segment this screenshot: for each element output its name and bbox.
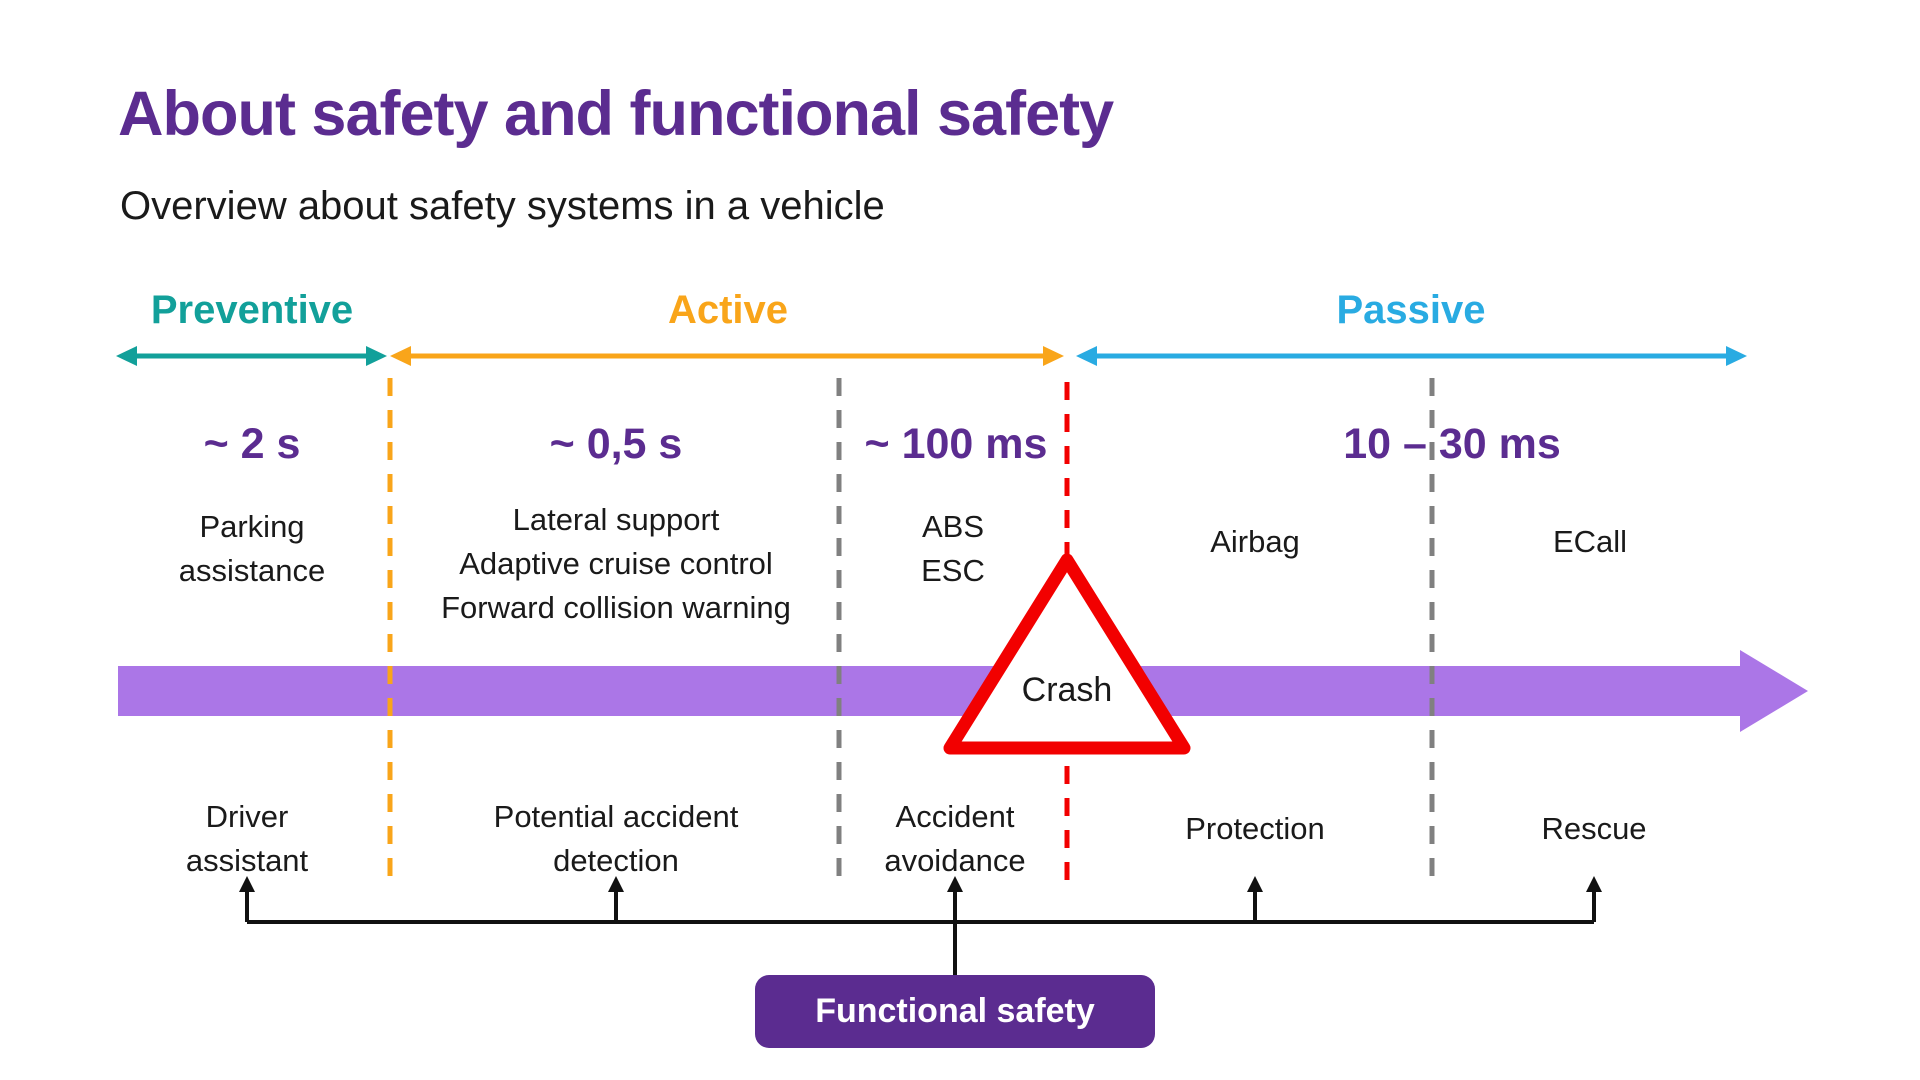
timing-label-preventive: ~ 2 s	[203, 420, 301, 468]
crash-label: Crash	[1021, 671, 1113, 709]
page-title: About safety and functional safety	[118, 79, 1114, 149]
item-driver-assistant: Driver assistant	[185, 799, 309, 878]
section-label-active: Active	[667, 288, 789, 332]
timing-label-active-2: ~ 100 ms	[864, 420, 1048, 468]
functional-safety-label: Functional safety	[815, 992, 1095, 1030]
crash-triangle	[943, 553, 1191, 755]
active-range-arrow	[390, 346, 1064, 366]
item-accident-avoidance: Accident avoidance	[884, 799, 1026, 878]
item-potential-accident-detection: Potential accident detection	[493, 799, 739, 878]
section-label-passive: Passive	[1336, 288, 1486, 332]
timeline-arrow	[118, 650, 1808, 732]
section-label-preventive: Preventive	[150, 288, 354, 332]
functional-safety-bracket	[239, 876, 1602, 978]
item-rescue: Rescue	[1541, 811, 1647, 846]
item-protection: Protection	[1185, 811, 1325, 846]
timing-label-active-1: ~ 0,5 s	[549, 420, 683, 468]
timing-label-passive: 10 – 30 ms	[1343, 420, 1561, 468]
item-airbag: Airbag	[1210, 524, 1300, 559]
item-ecall: ECall	[1552, 524, 1628, 559]
item-parking-assistance: Parking assistance	[178, 509, 326, 588]
functional-safety-badge: Functional safety	[755, 975, 1155, 1048]
passive-range-arrow	[1076, 346, 1747, 366]
item-abs-esc: ABS ESC	[921, 509, 985, 588]
page-subtitle: Overview about safety systems in a vehic…	[120, 184, 885, 228]
item-active-support-systems: Lateral support Adaptive cruise control …	[441, 502, 791, 625]
preventive-range-arrow	[116, 346, 387, 366]
